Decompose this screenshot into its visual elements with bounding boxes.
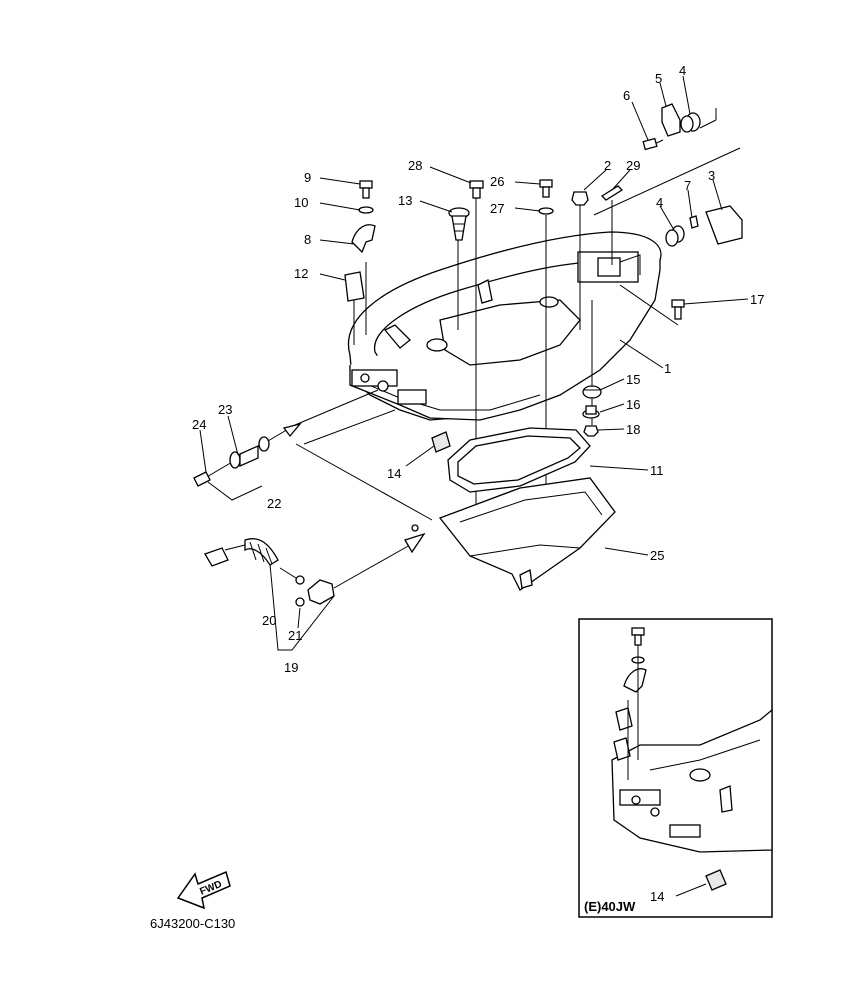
callout-2: 2 — [604, 158, 611, 173]
callout-4-mid: 4 — [656, 195, 663, 210]
callout-1: 1 — [664, 361, 671, 376]
clamp-8 — [351, 224, 376, 254]
inset-label: (E)40JW — [584, 899, 636, 914]
washer-10 — [358, 206, 374, 214]
callout-3: 3 — [708, 168, 715, 183]
bolt-6 — [642, 137, 658, 151]
callout-10: 10 — [294, 195, 308, 210]
cable-assembly-22 — [193, 422, 302, 487]
washer-27 — [538, 207, 554, 215]
callout-18: 18 — [626, 422, 640, 437]
tray-25 — [438, 477, 616, 591]
bottom-cowling — [347, 231, 662, 421]
small-parts — [344, 103, 743, 453]
callout-17: 17 — [750, 292, 764, 307]
collar-16 — [582, 405, 600, 419]
callout-25: 25 — [650, 548, 664, 563]
callout-8: 8 — [304, 232, 311, 247]
callout-16: 16 — [626, 397, 640, 412]
callout-12: 12 — [294, 266, 308, 281]
callout-15: 15 — [626, 372, 640, 387]
damper-4-mid — [665, 225, 685, 247]
fwd-arrow-icon: FWD — [176, 870, 231, 910]
nut-2 — [571, 191, 589, 206]
callout-19: 19 — [284, 660, 298, 675]
kill-switch-19 — [204, 524, 426, 607]
callout-14-inset: 14 — [650, 889, 664, 904]
callout-numbers: 1 2 3 4 4 5 6 7 8 9 10 11 12 13 14 14 15… — [192, 63, 764, 904]
bracket-3 — [705, 205, 743, 245]
callout-26: 26 — [490, 174, 504, 189]
callout-11: 11 — [650, 463, 664, 478]
plate-29 — [600, 185, 624, 201]
callout-14-main: 14 — [387, 466, 401, 481]
callout-28: 28 — [408, 158, 422, 173]
callout-9: 9 — [304, 170, 311, 185]
nut-18 — [583, 425, 599, 437]
inset-box — [578, 618, 773, 918]
bracket-5 — [661, 103, 681, 137]
callout-20: 20 — [262, 613, 276, 628]
leader-lines — [199, 75, 749, 651]
damper-4-top — [680, 112, 701, 133]
assembly-lines — [294, 108, 741, 521]
callout-4-top: 4 — [679, 63, 686, 78]
holder-12 — [344, 271, 365, 302]
grommet-13 — [448, 207, 470, 241]
callout-27: 27 — [490, 201, 504, 216]
callout-5: 5 — [655, 71, 662, 86]
bolt-26 — [539, 179, 553, 198]
seal-11 — [447, 427, 591, 493]
callout-6: 6 — [623, 88, 630, 103]
callout-24: 24 — [192, 417, 206, 432]
callout-7: 7 — [684, 178, 691, 193]
clip-7 — [689, 215, 699, 229]
callout-22: 22 — [267, 496, 281, 511]
bolt-9 — [359, 180, 373, 199]
bracket-14 — [431, 431, 451, 453]
callout-21: 21 — [288, 628, 302, 643]
bolt-17 — [671, 299, 685, 320]
diagram-code: 6J43200-C130 — [150, 916, 235, 931]
callout-23: 23 — [218, 402, 232, 417]
callout-29: 29 — [626, 158, 640, 173]
grommet-15 — [582, 385, 602, 399]
bolt-28 — [469, 180, 484, 199]
callout-13: 13 — [398, 193, 412, 208]
